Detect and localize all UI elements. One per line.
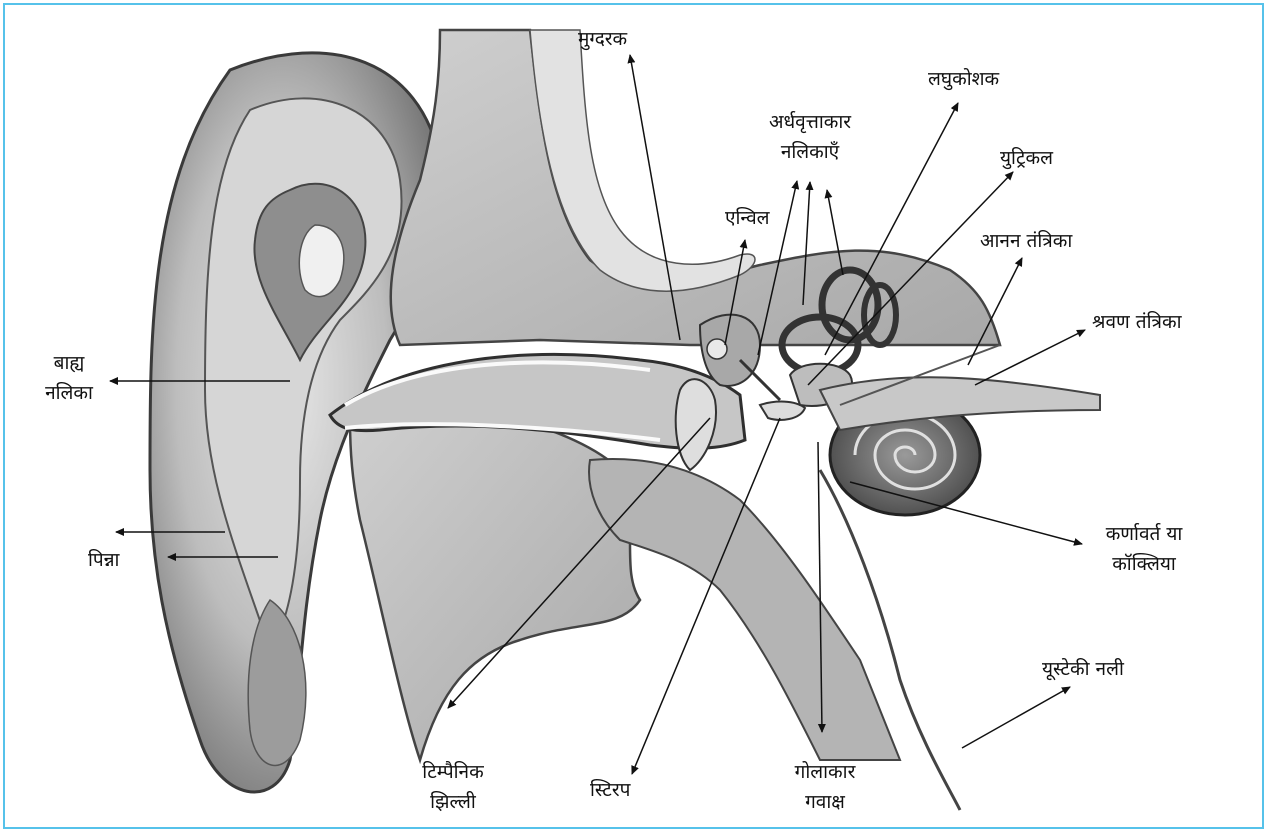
label-ext-canal: बाह्य नलिका (34, 348, 104, 408)
label-ardhvrittakar: अर्धवृत्ताकार नलिकाएँ (740, 107, 880, 167)
label-tympanic: टिम्पैनिक झिल्ली (403, 757, 503, 817)
label-ardhvrittakar-line2: नलिकाएँ (740, 137, 880, 167)
label-eustachian: यूस्टेकी नली (1042, 654, 1124, 684)
label-tympanic-line2: झिल्ली (403, 787, 503, 817)
label-stirrup: स्टिरप (590, 775, 630, 805)
label-round-window-line2: गवाक्ष (775, 787, 875, 817)
label-round-window-line1: गोलाकार (775, 757, 875, 787)
label-anvil: एन्विल (725, 203, 770, 233)
label-mugdarak: मुग्दरक (578, 24, 627, 54)
label-tympanic-line1: टिम्पैनिक (403, 757, 503, 787)
label-ext-canal-line2: नलिका (34, 378, 104, 408)
label-cochlea-line2: कॉक्लिया (1088, 549, 1200, 579)
label-cochlea-line1: कर्णावर्त या (1088, 519, 1200, 549)
label-auditory-nerve: श्रवण तंत्रिका (1092, 307, 1182, 337)
label-ardhvrittakar-line1: अर्धवृत्ताकार (740, 107, 880, 137)
label-utricle: युट्रिकल (1000, 143, 1053, 173)
label-round-window: गोलाकार गवाक्ष (775, 757, 875, 817)
label-pinna: पिन्ना (88, 545, 119, 575)
label-facial-nerve: आनन तंत्रिका (980, 226, 1072, 256)
label-cochlea: कर्णावर्त या कॉक्लिया (1088, 519, 1200, 579)
label-laghukoshak: लघुकोशक (928, 64, 999, 94)
label-ext-canal-line1: बाह्य (34, 348, 104, 378)
arrow-eustachian (962, 687, 1070, 748)
